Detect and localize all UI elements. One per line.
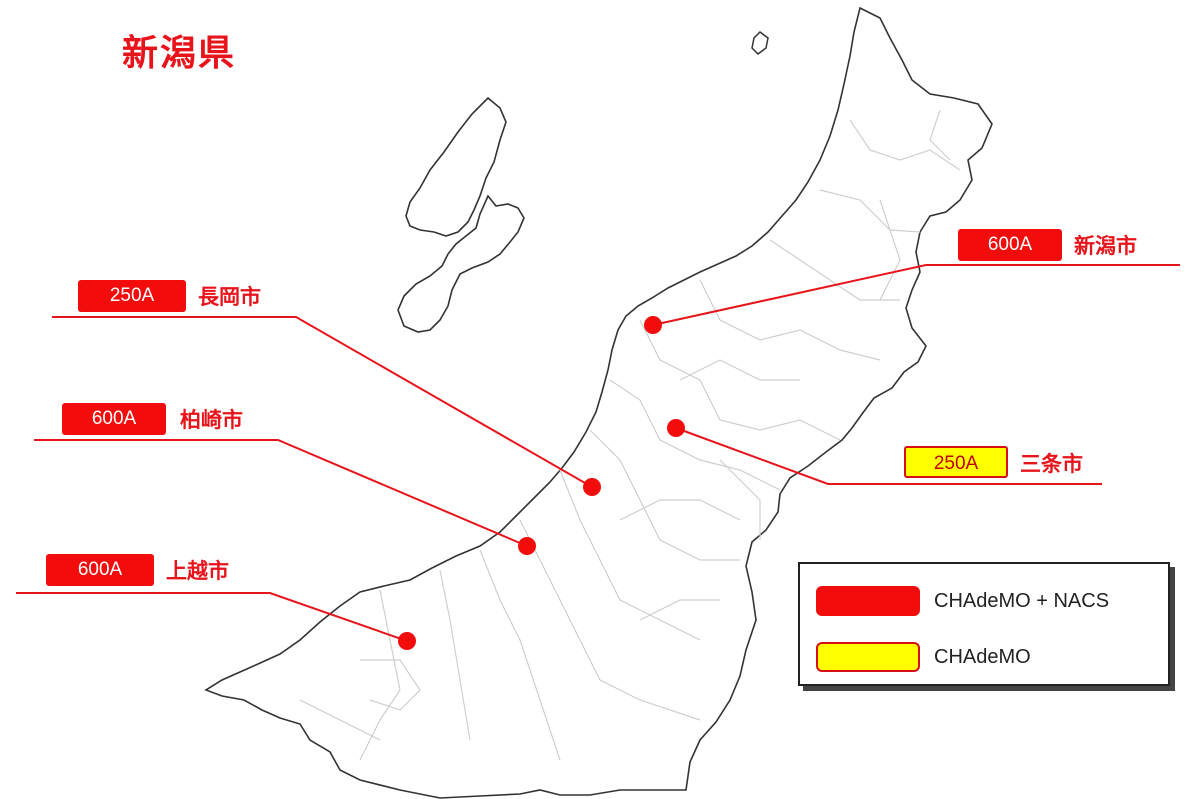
- map-title: 新潟県: [122, 33, 237, 74]
- current-badge-niigata: 600A: [958, 229, 1062, 261]
- city-label-nagaoka: 長岡市: [198, 285, 261, 309]
- legend-swatch-chademo-nacs: [816, 586, 920, 616]
- current-badge-sanjo: 250A: [904, 446, 1008, 478]
- leader-line-niigata: [652, 264, 1180, 326]
- city-label-niigata: 新潟市: [1074, 234, 1137, 258]
- municipal-boundaries: [299, 109, 961, 761]
- marker-joetsu[interactable]: [398, 632, 416, 650]
- city-label-kashiwazaki: 柏崎市: [180, 408, 243, 432]
- mainland: [204, 6, 993, 799]
- leader-line-joetsu: [16, 592, 408, 642]
- leader-line-kashiwazaki: [34, 439, 528, 547]
- marker-niigata[interactable]: [644, 316, 662, 334]
- marker-kashiwazaki[interactable]: [518, 537, 536, 555]
- city-label-sanjo: 三条市: [1020, 452, 1083, 476]
- legend-swatch-chademo: [816, 642, 920, 672]
- city-label-joetsu: 上越市: [166, 559, 229, 583]
- legend: CHAdeMO + NACS CHAdeMO: [798, 562, 1170, 686]
- leader-line-sanjo: [675, 427, 1102, 485]
- current-badge-kashiwazaki: 600A: [62, 403, 166, 435]
- markers: [398, 316, 685, 650]
- leader-lines: [16, 264, 1180, 642]
- awashima-island: [751, 31, 769, 55]
- marker-sanjo[interactable]: [667, 419, 685, 437]
- current-badge-nagaoka: 250A: [78, 280, 186, 312]
- legend-label-chademo-nacs: CHAdeMO + NACS: [934, 590, 1110, 612]
- sado-island: [397, 96, 525, 333]
- current-badge-joetsu: 600A: [46, 554, 154, 586]
- marker-nagaoka[interactable]: [583, 478, 601, 496]
- leader-line-nagaoka: [52, 316, 593, 488]
- legend-label-chademo: CHAdeMO: [934, 646, 1031, 668]
